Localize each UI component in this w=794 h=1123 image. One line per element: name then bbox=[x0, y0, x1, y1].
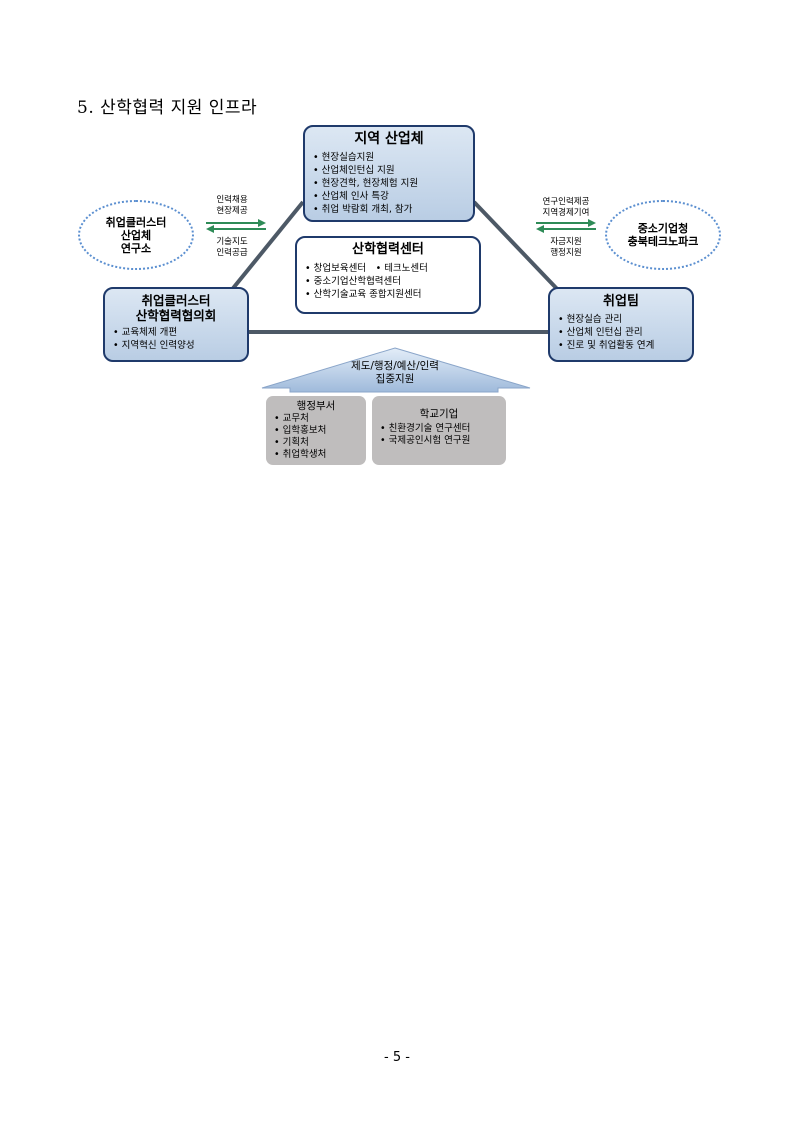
support-arrow-label: 제도/행정/예산/인력 집중지원 bbox=[351, 360, 439, 385]
left-oval-line1: 취업클러스터 bbox=[105, 215, 167, 229]
list-item: 산업체인턴십 지원 bbox=[313, 164, 465, 177]
regional-industry-title: 지역 산업체 bbox=[354, 131, 424, 147]
list-item: 진로 및 취업활동 연계 bbox=[558, 339, 684, 352]
left-oval-line2: 산업체 bbox=[120, 228, 152, 242]
list-item: 산업체 인사 특강 bbox=[313, 190, 465, 203]
left-partner-oval: 취업클러스터 산업체 연구소 bbox=[78, 200, 194, 270]
job-team-box: 취업팀 현장실습 관리 산업체 인턴십 관리 진로 및 취업활동 연계 bbox=[548, 287, 694, 362]
list-item: 현장견학, 현장체험 지원 bbox=[313, 177, 465, 190]
right-partner-oval: 중소기업청 충북테크노파크 bbox=[605, 200, 721, 270]
cluster-list: 교육체제 개편 지역혁신 인력양성 bbox=[113, 326, 239, 352]
connector-right bbox=[472, 200, 562, 294]
list-item: 취업학생처 bbox=[274, 449, 358, 461]
school-list: 친환경기술 연구센터 국제공인시험 연구원 bbox=[380, 423, 498, 447]
right-oval-line1: 중소기업청 bbox=[637, 222, 689, 235]
list-item: 기획처 bbox=[274, 437, 358, 449]
connector-left bbox=[228, 200, 305, 294]
left-exchange-arrows bbox=[206, 219, 266, 233]
right-oval-line2: 충북테크노파크 bbox=[627, 235, 699, 248]
cluster-title-line2: 산학협력협의회 bbox=[135, 308, 217, 323]
section-heading: 5. 산학협력 지원 인프라 bbox=[77, 98, 258, 118]
regional-industry-box: 지역 산업체 현장실습지원 산업체인턴십 지원 현장견학, 현장체험 지원 산업… bbox=[303, 125, 475, 222]
center-title: 산학협력센터 bbox=[352, 242, 424, 257]
school-enterprise-box: 학교기업 친환경기술 연구센터 국제공인시험 연구원 bbox=[372, 396, 506, 465]
list-item: 국제공인시험 연구원 bbox=[380, 435, 498, 447]
job-team-list: 현장실습 관리 산업체 인턴십 관리 진로 및 취업활동 연계 bbox=[558, 313, 684, 352]
admin-department-box: 행정부서 교무처 입학홍보처 기획처 취업학생처 bbox=[266, 396, 366, 465]
job-team-title: 취업팀 bbox=[603, 294, 639, 309]
page-number: - 5 - bbox=[384, 1050, 410, 1065]
list-item: 입학홍보처 bbox=[274, 425, 358, 437]
right-arrow-top-label: 연구인력제공 지역경제기여 bbox=[542, 197, 590, 218]
industry-academia-center-box: 산학협력센터 창업보육센터 • 테크노센터 중소기업산학협력센터 산학기술교육 … bbox=[295, 236, 481, 314]
list-item: 현장실습 관리 bbox=[558, 313, 684, 326]
list-item: 지역혁신 인력양성 bbox=[113, 339, 239, 352]
employment-cluster-box: 취업클러스터 산학협력협의회 교육체제 개편 지역혁신 인력양성 bbox=[103, 287, 249, 362]
left-oval-line3: 연구소 bbox=[120, 241, 152, 255]
list-item: 중소기업산학협력센터 bbox=[305, 275, 471, 288]
left-arrow-bottom-label: 기술지도 인력공급 bbox=[216, 237, 248, 258]
right-arrow-bottom-label: 자금지원 행정지원 bbox=[550, 237, 582, 258]
list-item: 산업체 인턴십 관리 bbox=[558, 326, 684, 339]
list-item: 산학기술교육 종합지원센터 bbox=[305, 288, 471, 301]
list-item: 현장실습지원 bbox=[313, 151, 465, 164]
right-exchange-arrows bbox=[536, 219, 596, 233]
school-title: 학교기업 bbox=[419, 408, 459, 420]
list-item: 창업보육센터 • 테크노센터 bbox=[305, 262, 471, 275]
regional-industry-list: 현장실습지원 산업체인턴십 지원 현장견학, 현장체험 지원 산업체 인사 특강… bbox=[313, 151, 465, 216]
admin-list: 교무처 입학홍보처 기획처 취업학생처 bbox=[274, 413, 358, 461]
left-arrow-top-label: 인력채용 현장제공 bbox=[216, 195, 248, 216]
list-item: 교무처 bbox=[274, 413, 358, 425]
cluster-title-line1: 취업클러스터 bbox=[141, 293, 211, 308]
list-item: 교육체제 개편 bbox=[113, 326, 239, 339]
center-list: 창업보육센터 • 테크노센터 중소기업산학협력센터 산학기술교육 종합지원센터 bbox=[305, 262, 471, 301]
admin-title: 행정부서 bbox=[296, 400, 336, 412]
support-arrow-shape bbox=[261, 347, 531, 393]
list-item: 친환경기술 연구센터 bbox=[380, 423, 498, 435]
list-item: 취업 박람회 개최, 참가 bbox=[313, 203, 465, 216]
